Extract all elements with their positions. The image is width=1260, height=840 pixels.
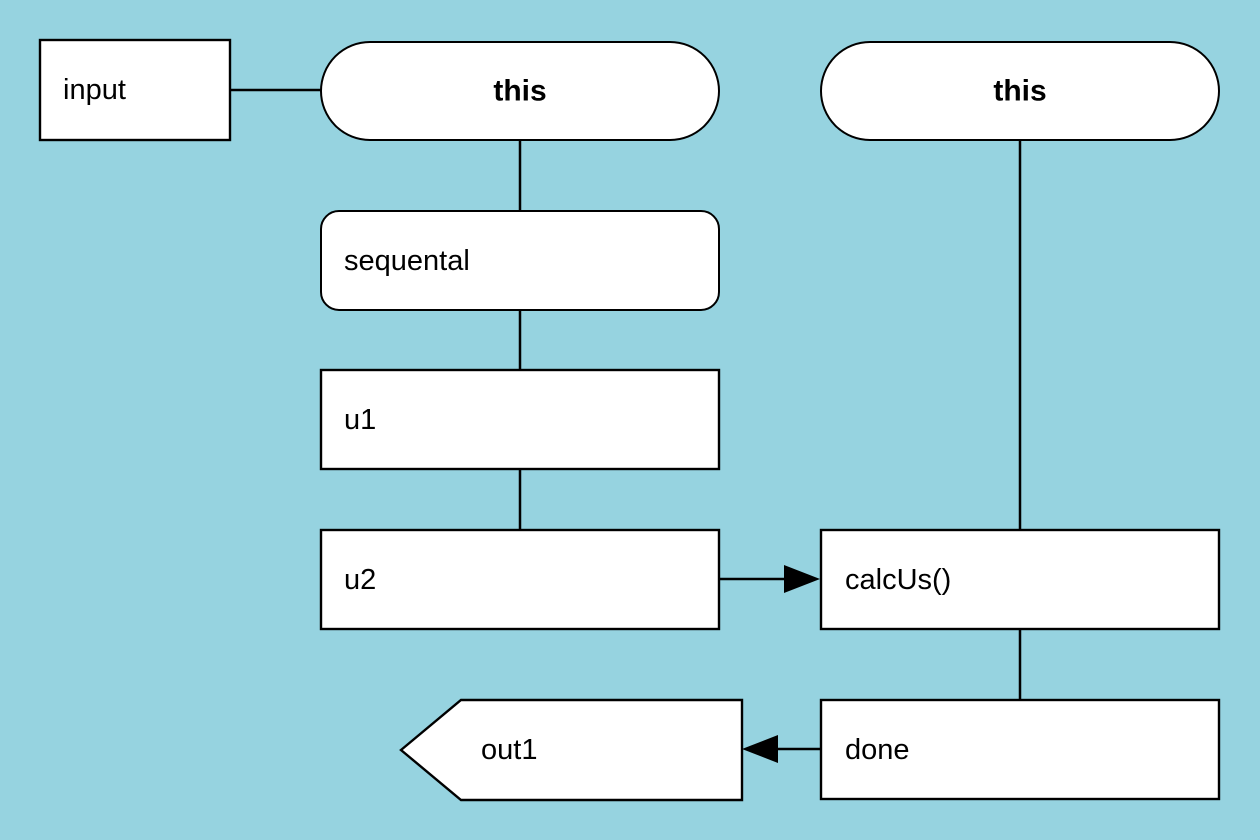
arrowhead-left-icon [742,735,778,763]
node-input-label: input [63,74,126,106]
node-input-shape [38,38,232,142]
node-this-right-shape [820,41,1220,141]
node-this-right[interactable]: this [820,41,1220,141]
node-calcus-shape [819,528,1221,631]
edge-u2-to-calcus [719,565,820,593]
node-sequental-shape [320,210,720,311]
node-this-left[interactable]: this [320,41,720,141]
node-u1-label: u1 [344,404,376,436]
node-out1-shape [399,698,744,802]
node-sequental[interactable]: sequental [320,210,720,311]
edge-done-to-out1 [742,735,821,763]
node-u1-shape [319,368,721,471]
node-out1[interactable]: out1 [399,698,744,802]
node-this-left-label: this [493,75,546,108]
node-u2-shape [319,528,721,631]
node-done[interactable]: done [819,698,1221,801]
node-input[interactable]: input [38,38,232,142]
node-done-shape [819,698,1221,801]
node-this-left-shape [320,41,720,141]
node-out1-label: out1 [481,734,537,766]
node-done-label: done [845,734,910,766]
node-u2-label: u2 [344,564,376,596]
node-sequental-label: sequental [344,245,470,277]
arrowhead-right-icon [784,565,820,593]
node-calcus-label: calcUs() [845,564,951,596]
node-calcus[interactable]: calcUs() [819,528,1221,631]
node-this-right-label: this [993,75,1046,108]
node-u2[interactable]: u2 [319,528,721,631]
node-u1[interactable]: u1 [319,368,721,471]
